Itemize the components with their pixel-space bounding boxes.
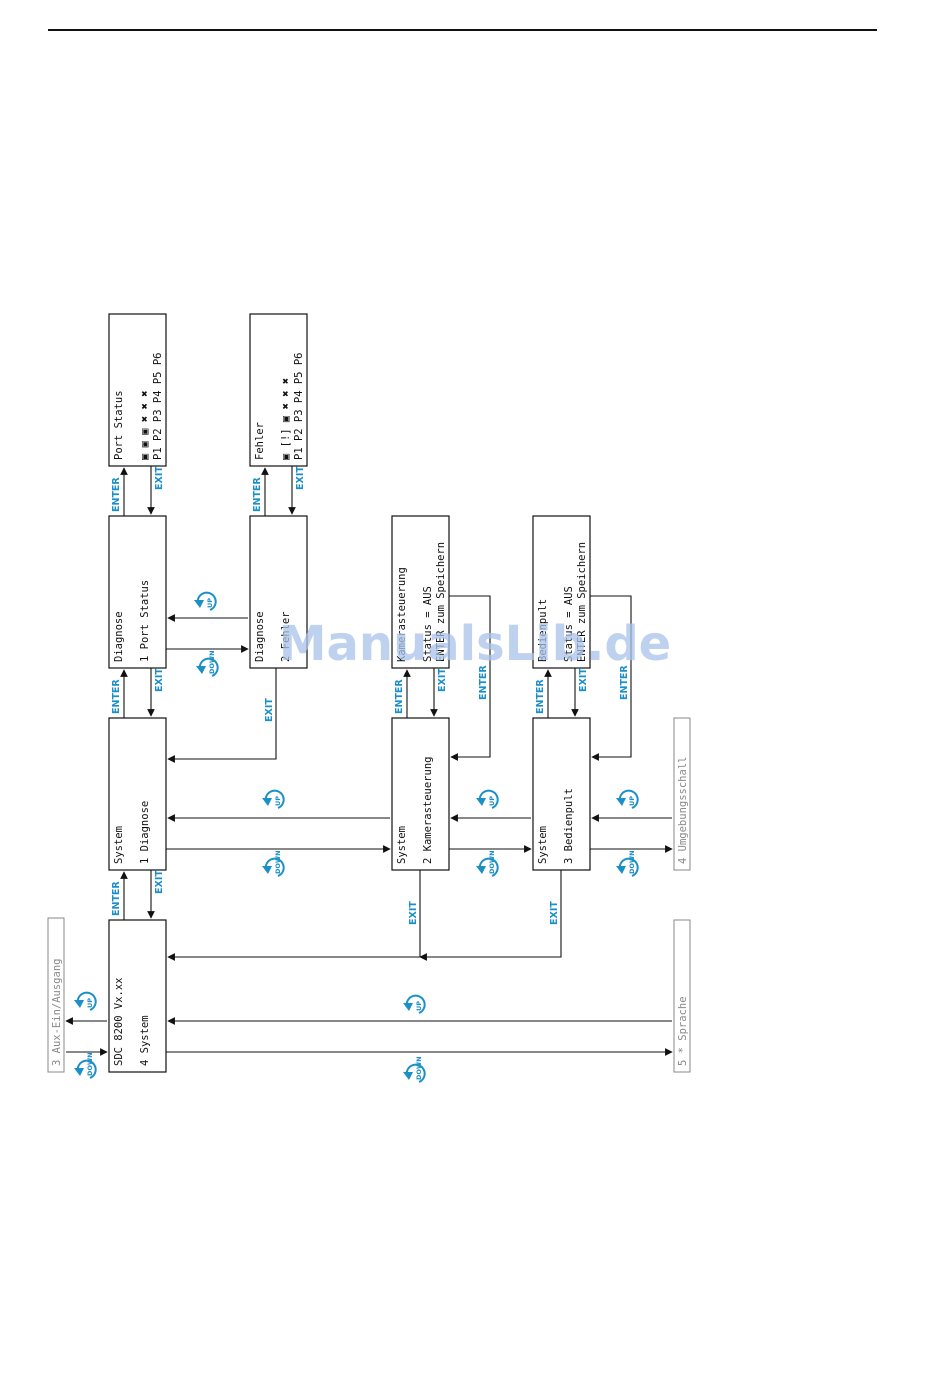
menu-box-line: 4 Umgebungsschall xyxy=(677,757,689,864)
menu-box-line: Diagnose xyxy=(254,611,266,662)
menu-box-sprache: 5 * Sprache xyxy=(673,919,691,1073)
enter-label: ENTER xyxy=(619,665,630,700)
rotate-up-icon: UP xyxy=(74,991,97,1011)
menu-box-diag-fehler: Diagnose 2 Fehler xyxy=(249,515,308,669)
menu-box-line: 3 Aux-Ein/Ausgang xyxy=(51,959,63,1066)
menu-box-line: 2 Kamerasteuerung xyxy=(422,757,434,864)
menu-box-line: 1 Port Status xyxy=(139,580,151,662)
svg-text:DOWN: DOWN xyxy=(628,850,636,874)
exit-arrow xyxy=(167,870,421,961)
enter-label: ENTER xyxy=(252,477,263,512)
exit-label: EXIT xyxy=(549,901,560,925)
menu-box-sys-diag: System 1 Diagnose xyxy=(108,717,167,871)
menu-box-sdc: SDC 8200 Vx.xx 4 System xyxy=(108,919,167,1073)
svg-text:UP: UP xyxy=(628,796,636,806)
exit-label: EXIT xyxy=(264,698,275,722)
rotate-up-icon: UP xyxy=(476,789,499,809)
menu-box-line: P1 P2 P3 P4 P5 P6 xyxy=(293,353,305,460)
exit-arrow xyxy=(419,870,562,961)
svg-text:DOWN: DOWN xyxy=(208,650,216,674)
rotate-up-icon: UP xyxy=(194,591,217,611)
menu-box-line: 3 Bedienpult xyxy=(563,788,575,864)
header-rule xyxy=(48,29,877,31)
menu-box-line: Status = AUS xyxy=(422,586,434,662)
exit-label: EXIT xyxy=(295,466,306,490)
menu-box-umgebung: 4 Umgebungsschall xyxy=(673,717,691,871)
rotate-down-icon: DOWN xyxy=(616,850,639,877)
svg-text:DOWN: DOWN xyxy=(488,850,496,874)
menu-box-line: Kamerasteuerung xyxy=(396,567,408,662)
menu-box-line: System xyxy=(537,826,549,864)
exit-arrow xyxy=(167,668,277,763)
menu-box-line: P1 P2 P3 P4 P5 P6 xyxy=(152,353,164,460)
menu-box-line: SDC 8200 Vx.xx xyxy=(113,977,125,1066)
svg-text:DOWN: DOWN xyxy=(415,1056,423,1080)
watermark-text: ManualsLib.de xyxy=(279,616,671,672)
exit-label: EXIT xyxy=(408,901,419,925)
rotate-down-icon: DOWN xyxy=(476,850,499,877)
rotate-down-icon: DOWN xyxy=(74,1052,97,1079)
rotate-down-icon: DOWN xyxy=(196,650,219,677)
menu-box-line: System xyxy=(396,826,408,864)
svg-text:UP: UP xyxy=(415,1001,423,1011)
menu-box-sys-bed: System 3 Bedienpult xyxy=(532,717,591,871)
svg-text:DOWN: DOWN xyxy=(274,850,282,874)
menu-box-aux: 3 Aux-Ein/Ausgang xyxy=(47,917,65,1073)
enter-label: ENTER xyxy=(478,665,489,700)
menu-box-line: Diagnose xyxy=(113,611,125,662)
menu-box-line: ▣ ▣ ▣ ✖ ✖ ✖ xyxy=(139,390,151,460)
exit-label: EXIT xyxy=(437,668,448,692)
rotate-up-icon: UP xyxy=(616,789,639,809)
menu-box-line: ENTER zum Speichern xyxy=(576,542,588,662)
menu-box-line: Port Status xyxy=(113,390,125,460)
exit-label: EXIT xyxy=(154,668,165,692)
rotate-down-icon: DOWN xyxy=(403,1056,426,1083)
rotate-up-icon: UP xyxy=(403,994,426,1014)
svg-text:DOWN: DOWN xyxy=(86,1052,94,1076)
menu-box-line: 5 * Sprache xyxy=(677,996,689,1066)
menu-box-line: 4 System xyxy=(139,1015,151,1066)
menu-box-line: Status = AUS xyxy=(563,586,575,662)
enter-label: ENTER xyxy=(394,679,405,714)
menu-box-sys-kam: System 2 Kamerasteuerung xyxy=(391,717,450,871)
menu-box-line: 2 Fehler xyxy=(280,611,292,662)
menu-box-port-status: Port Status ▣ ▣ ▣ ✖ ✖ ✖P1 P2 P3 P4 P5 P6 xyxy=(108,313,167,467)
exit-label: EXIT xyxy=(154,466,165,490)
exit-label: EXIT xyxy=(154,870,165,894)
enter-arrow xyxy=(449,595,491,761)
menu-box-line: System xyxy=(113,826,125,864)
svg-text:UP: UP xyxy=(274,796,282,806)
menu-box-line: ENTER zum Speichern xyxy=(435,542,447,662)
menu-box-line: Fehler xyxy=(254,422,266,460)
menu-box-line: ▣ [!] ▣ ✖ ✖ ✖ xyxy=(280,378,292,460)
rotate-down-icon: DOWN xyxy=(262,850,285,877)
menu-box-line: 1 Diagnose xyxy=(139,801,151,864)
svg-text:UP: UP xyxy=(488,796,496,806)
rotate-up-icon: UP xyxy=(262,789,285,809)
menu-box-line: Bedienpult xyxy=(537,599,549,662)
menu-box-fehler-detail: Fehler ▣ [!] ▣ ✖ ✖ ✖P1 P2 P3 P4 P5 P6 xyxy=(249,313,308,467)
enter-label: ENTER xyxy=(111,679,122,714)
svg-text:UP: UP xyxy=(206,598,214,608)
menu-box-diag-port: Diagnose 1 Port Status xyxy=(108,515,167,669)
enter-label: ENTER xyxy=(111,477,122,512)
enter-label: ENTER xyxy=(535,679,546,714)
enter-arrow xyxy=(590,595,632,761)
enter-label: ENTER xyxy=(111,881,122,916)
svg-text:UP: UP xyxy=(86,998,94,1008)
exit-label: EXIT xyxy=(578,668,589,692)
